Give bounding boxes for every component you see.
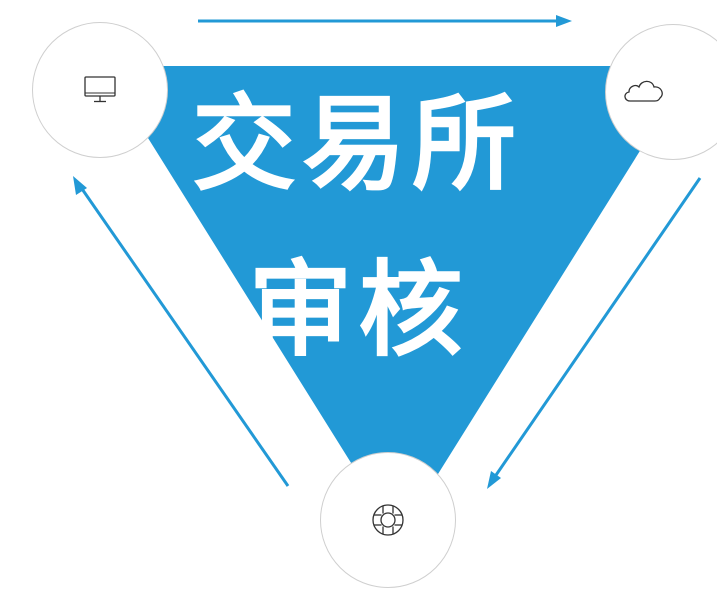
node-monitor	[32, 22, 168, 158]
title-line-2: 审核	[248, 249, 469, 371]
central-triangle	[103, 66, 693, 538]
node-cloud	[605, 24, 717, 160]
arrow-top	[198, 15, 572, 27]
cloud-icon	[624, 80, 663, 102]
monitor-icon	[84, 76, 116, 103]
title-line-1: 交易所	[192, 83, 523, 205]
lifebuoy-icon	[372, 504, 404, 536]
arrow-right-diagonal	[487, 177, 702, 489]
arrow-left-diagonal	[73, 176, 290, 487]
node-lifebuoy	[320, 452, 456, 588]
